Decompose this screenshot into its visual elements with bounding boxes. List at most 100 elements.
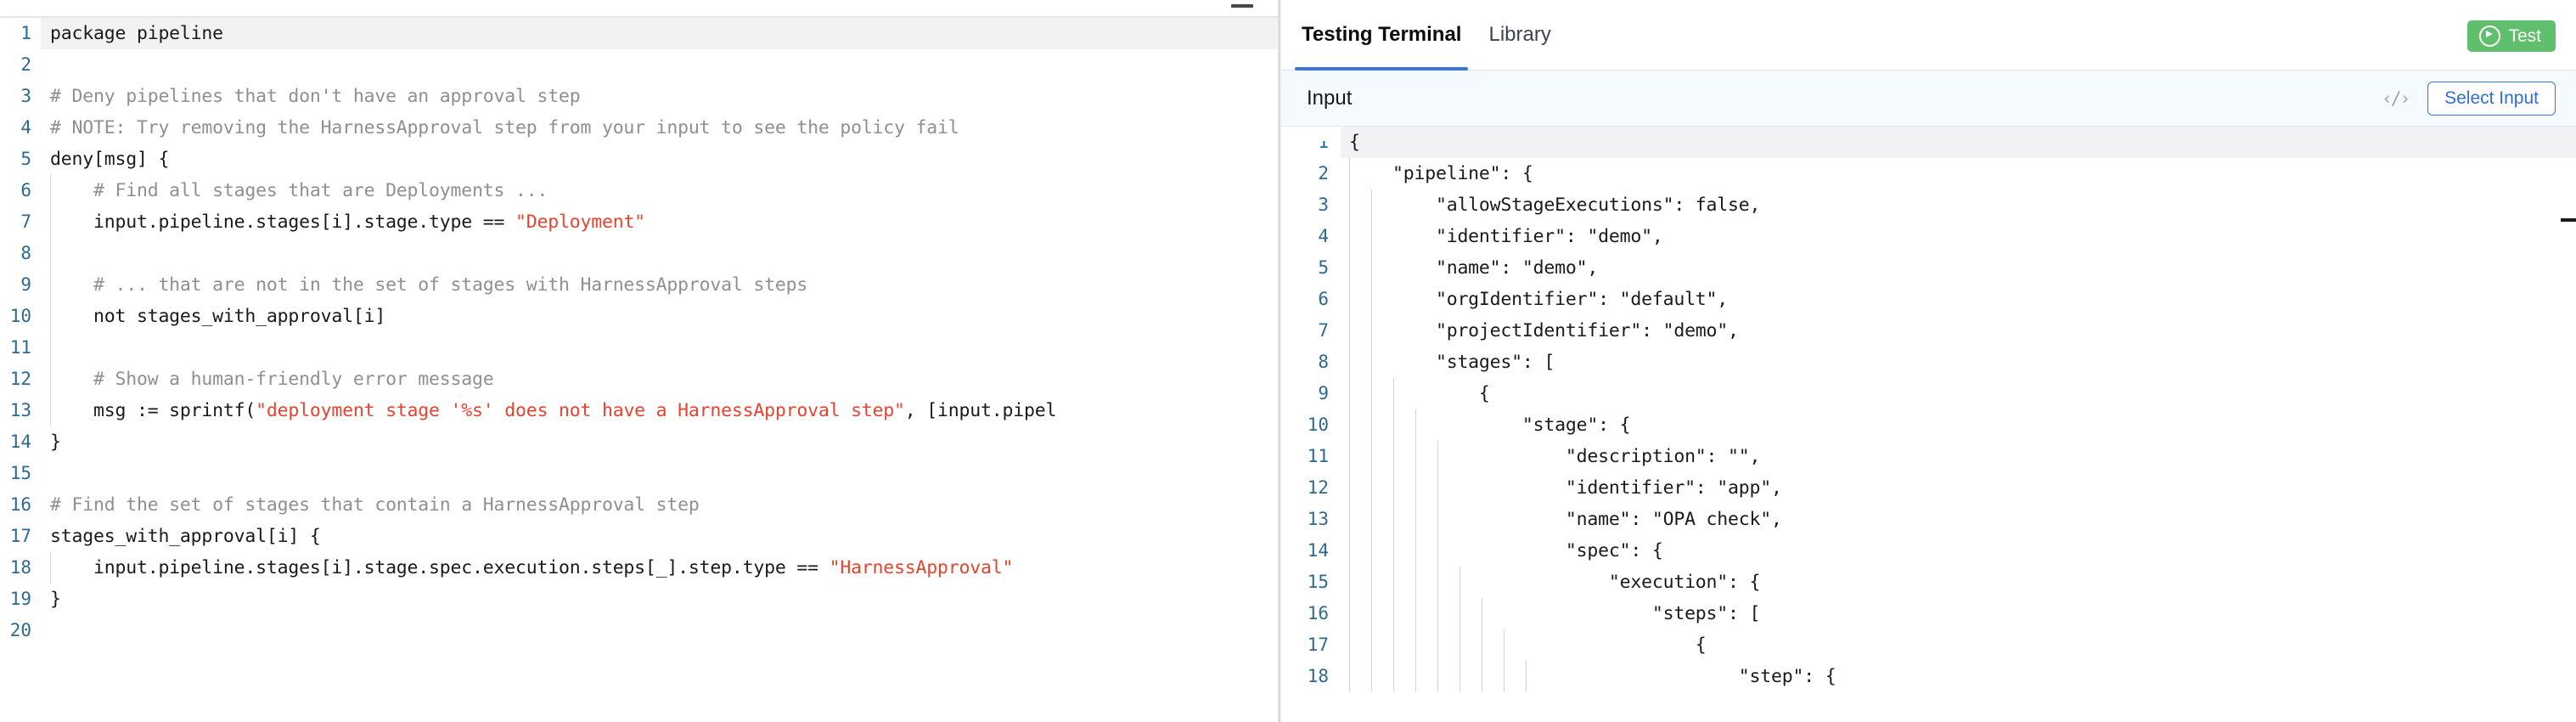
indent-guide [50,395,51,426]
json-line-text: "description": "", [1341,441,2576,472]
code-token: package pipeline [50,23,223,44]
json-line[interactable]: 11 "description": "", [1281,441,2576,472]
code-line-text [41,615,1278,646]
line-number: 2 [20,54,31,75]
json-line-number: 9 [1318,383,1329,403]
code-line[interactable]: 6 # Find all stages that are Deployments… [0,175,1278,206]
code-line-text: } [41,584,1278,615]
tab-testing-terminal[interactable]: Testing Terminal [1288,0,1475,71]
json-line[interactable]: 16 "steps": [ [1281,598,2576,629]
code-line-text: # Deny pipelines that don't have an appr… [41,81,1278,112]
json-line[interactable]: 4 "identifier": "demo", [1281,221,2576,252]
line-number: 17 [9,526,31,546]
test-button[interactable]: Test [2467,20,2556,52]
json-line[interactable]: 3 "allowStageExecutions": false, [1281,189,2576,221]
line-number: 1 [20,23,31,43]
json-line-number: 11 [1307,446,1329,466]
json-line[interactable]: 14 "spec": { [1281,535,2576,567]
code-line-text: input.pipeline.stages[i].stage.type == "… [41,206,1278,238]
code-line-text [41,238,1278,269]
json-token: { [1349,383,1490,404]
code-brackets-icon[interactable]: ‹/› [2382,87,2410,109]
json-indent-guide [1415,472,1416,504]
json-indent-guide [1371,504,1372,535]
json-line-text: { [1341,378,2576,409]
json-token: "allowStageExecutions": false, [1349,195,1761,216]
json-line-text: "allowStageExecutions": false, [1341,189,2576,221]
json-line[interactable]: 8 "stages": [ [1281,347,2576,378]
json-indent-guide [1371,535,1372,567]
code-token: # Show a human-friendly error message [50,369,494,390]
json-indent-guide [1415,409,1416,441]
code-line[interactable]: 14} [0,426,1278,458]
json-indent-guide [1371,409,1372,441]
json-line[interactable]: 10 "stage": { [1281,409,2576,441]
code-token: "deployment stage '%s' does not have a H… [256,400,905,421]
rego-code-area[interactable]: 1 package pipeline 2 3 # Deny pipelines that… [0,18,1278,722]
code-line[interactable]: 13 msg := sprintf("deployment stage '%s'… [0,395,1278,426]
json-line[interactable]: 13 "name": "OPA check", [1281,504,2576,535]
line-number: 4 [20,117,31,138]
json-line[interactable]: 5 "name": "demo", [1281,252,2576,284]
code-line[interactable]: 19} [0,584,1278,615]
json-indent-guide [1393,629,1394,661]
tab-library-label: Library [1488,23,1551,46]
tab-library[interactable]: Library [1475,0,1564,71]
json-line[interactable]: 7 "projectIdentifier": "demo", [1281,315,2576,347]
json-line-text: "identifier": "app", [1341,472,2576,504]
code-line[interactable]: 1 package pipeline [0,18,1278,49]
json-line-text: "projectIdentifier": "demo", [1341,315,2576,347]
test-button-label: Test [2508,25,2541,46]
code-line[interactable]: 9 # ... that are not in the set of stage… [0,269,1278,301]
code-line-text [41,49,1278,81]
json-line[interactable]: 1{ [1281,127,2576,158]
json-indent-guide [1437,441,1438,472]
json-line[interactable]: 2 "pipeline": { [1281,158,2576,189]
code-line-text: not stages_with_approval[i] [41,301,1278,332]
code-line[interactable]: 3 # Deny pipelines that don't have an app… [0,81,1278,112]
line-number: 5 [20,149,31,169]
json-indent-guide [1415,504,1416,535]
vertical-scrollbar-thumb[interactable] [2561,218,2576,222]
line-number: 6 [20,180,31,200]
code-line[interactable]: 2 [0,49,1278,81]
json-indent-guide [1371,378,1372,409]
json-line[interactable]: 15 "execution": { [1281,567,2576,598]
code-line[interactable]: 11 [0,332,1278,364]
code-token: } [50,589,61,610]
json-line-number: 18 [1307,666,1329,686]
json-token: { [1349,132,1360,153]
json-line[interactable]: 9 { [1281,378,2576,409]
input-json-area[interactable]: 1{2 "pipeline": {3 "allowStageExecutions… [1281,127,2576,722]
json-indent-guide [1415,535,1416,567]
json-line[interactable]: 6 "orgIdentifier": "default", [1281,284,2576,315]
code-token: # Deny pipelines that don't have an appr… [50,86,581,107]
pane-divider[interactable] [1278,0,1281,722]
json-token: "description": "", [1349,446,1761,467]
code-line[interactable]: 18 input.pipeline.stages[i].stage.spec.e… [0,552,1278,584]
line-number: 3 [20,86,31,106]
code-line[interactable]: 20 [0,615,1278,646]
json-line-number: 15 [1307,572,1329,592]
code-line[interactable]: 10 not stages_with_approval[i] [0,301,1278,332]
code-token: "Deployment" [515,212,645,233]
code-line[interactable]: 8 [0,238,1278,269]
code-line[interactable]: 4# NOTE: Try removing the HarnessApprova… [0,112,1278,144]
json-line[interactable]: 17 { [1281,629,2576,661]
json-line[interactable]: 18 "step": { [1281,661,2576,692]
rego-editor-pane: 1 package pipeline 2 3 # Deny pipelines that… [0,0,1278,722]
json-line-number: 13 [1307,509,1329,529]
code-line[interactable]: 7 input.pipeline.stages[i].stage.type ==… [0,206,1278,238]
line-number: 11 [9,337,31,358]
json-indent-guide [1393,598,1394,629]
select-input-button[interactable]: Select Input [2427,81,2556,116]
json-indent-guide [1349,472,1350,504]
code-line[interactable]: 15 [0,458,1278,489]
minimize-icon[interactable] [1231,4,1253,8]
json-line[interactable]: 12 "identifier": "app", [1281,472,2576,504]
json-indent-guide [1371,629,1372,661]
code-line[interactable]: 16# Find the set of stages that contain … [0,489,1278,521]
code-line[interactable]: 12 # Show a human-friendly error message [0,364,1278,395]
